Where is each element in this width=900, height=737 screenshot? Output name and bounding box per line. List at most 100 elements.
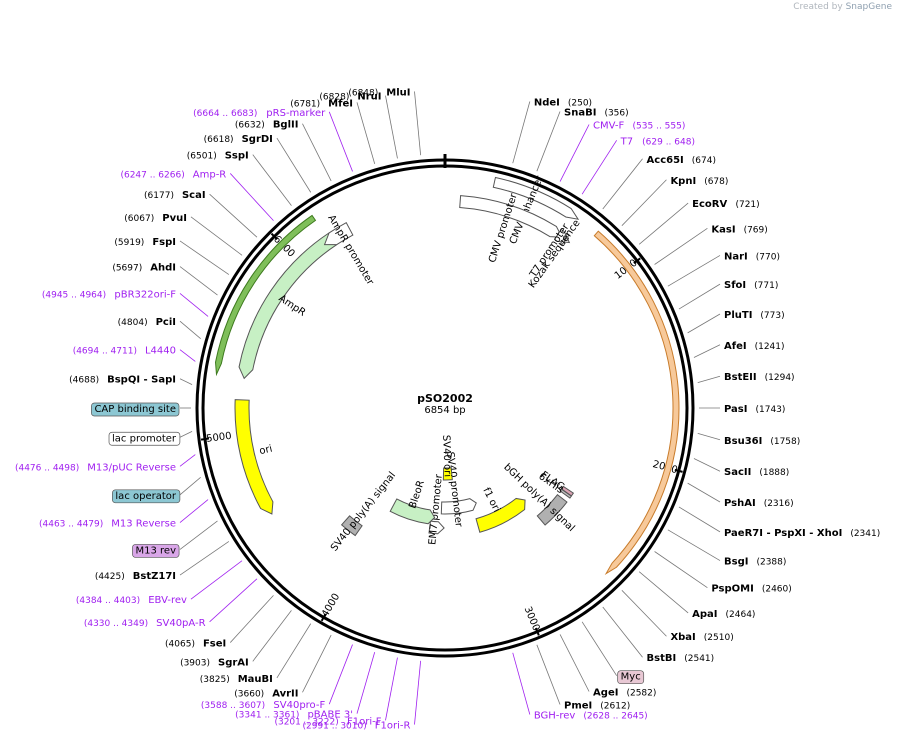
- site-name: FseI: [203, 639, 226, 650]
- leader-line: [678, 506, 721, 533]
- feature-label: f1 ori: [480, 486, 502, 514]
- leader-line: [678, 283, 721, 310]
- site-position: (721): [735, 200, 759, 210]
- site-position: (4688): [69, 376, 99, 386]
- feature-label: ori: [258, 444, 273, 458]
- site-name: PspOMI: [711, 584, 753, 595]
- site-position: (629 .. 648): [642, 137, 695, 147]
- leader-line: [209, 578, 258, 623]
- site-name: PaeR7I - PspXI - XhoI: [724, 528, 842, 539]
- leader-line: [621, 179, 667, 226]
- site-name: PciI: [156, 317, 176, 328]
- site-position: (678): [704, 177, 728, 187]
- site-f1ori-r: F1ori-R(2991 .. 3010): [302, 660, 422, 732]
- site-mlui: MluI(6848): [348, 87, 422, 156]
- site-name: SV40pro-F: [273, 700, 325, 711]
- site-position: (2510): [704, 633, 734, 643]
- feature-arc: [234, 399, 274, 515]
- site-bstz17i: BstZ17I(4425): [95, 541, 230, 582]
- site-apai: ApaI(2464): [638, 571, 755, 620]
- site-position: (769): [744, 225, 768, 235]
- site-position: (4065): [165, 640, 195, 650]
- site-position: (6632): [235, 121, 265, 131]
- site-box: [91, 402, 180, 417]
- site-position: (6848): [348, 88, 378, 98]
- site-sv40pro-f: SV40pro-F(3588 .. 3607): [201, 644, 353, 711]
- site-mfei: MfeI(6781): [290, 98, 376, 165]
- site-afei: AfeI(1241): [693, 341, 785, 358]
- feature-arc: [389, 498, 436, 525]
- site-position: (356): [604, 109, 628, 119]
- leader-line: [179, 240, 230, 275]
- site-position: (535 .. 555): [633, 122, 686, 132]
- site-ebv-rev: EBV-rev(4384 .. 4403): [76, 560, 243, 606]
- feature-ampr-promoter: AmpR promoter: [323, 213, 376, 288]
- site-bsteii: BstEII(1294): [697, 372, 795, 383]
- leader-line: [179, 378, 193, 385]
- site-name: PvuI: [162, 213, 187, 224]
- site-position: (250): [568, 99, 592, 109]
- site-l4440: L4440(4694 .. 4711): [73, 346, 196, 362]
- tick-mark: [633, 257, 641, 264]
- site-bstbi: BstBI (2541): [602, 606, 714, 664]
- site-bgh-rev: BGH-rev(2628 .. 2645): [512, 652, 648, 721]
- feature-f1-ori: f1 ori: [475, 486, 526, 533]
- site-name: KasI: [711, 224, 735, 235]
- leader-line: [559, 124, 590, 182]
- feature-arc: [559, 233, 570, 246]
- site-name: pRS-marker: [266, 108, 326, 119]
- credit-prefix: Created by: [793, 2, 843, 12]
- site-position: (4804): [118, 318, 148, 328]
- feature-bgh-polya: bGH poly(A) signal: [501, 462, 576, 534]
- site-pasi: PasI(1743): [699, 404, 785, 415]
- site-sacii: SacII(1888): [693, 458, 789, 478]
- site-name: BstBI: [647, 653, 677, 664]
- leader-line: [328, 111, 353, 172]
- site-position: (2341): [850, 529, 880, 539]
- site-kasi: KasI (769): [654, 224, 768, 265]
- site-sspi: SspI(6501): [187, 151, 292, 206]
- site-name: lac operator: [115, 491, 176, 502]
- leader-line: [414, 91, 422, 156]
- leader-line: [581, 621, 617, 676]
- plasmid-name: pSO2002: [417, 392, 473, 405]
- site-position: (4384 .. 4403): [76, 596, 140, 606]
- site-name: ApaI: [692, 609, 717, 620]
- site-position: (2460): [762, 585, 792, 595]
- site-kpni: KpnI(678): [621, 176, 728, 226]
- site-pbabe-3-: pBABE 3'(3341 .. 3361): [235, 651, 376, 721]
- site-pmei: PmeI(2612): [536, 644, 630, 711]
- site-name: BsgI: [724, 557, 748, 568]
- site-position: (1241): [755, 342, 785, 352]
- site-cmv-f: CMV-F(535 .. 555): [559, 121, 686, 182]
- site-name: Amp-R: [193, 169, 227, 180]
- site-amp-r: Amp-R(6247 .. 6266): [120, 169, 274, 221]
- site-nrui: NruI(6828): [319, 92, 398, 159]
- feature-arc: [323, 221, 354, 246]
- leader-line: [512, 101, 531, 164]
- leader-line: [602, 606, 643, 658]
- site-pvui: PvuI(6067): [124, 213, 243, 256]
- site-position: (2541): [684, 654, 714, 664]
- feature-sv40-polya: SV40 poly(A) signal: [329, 470, 398, 553]
- site-name: BGH-rev: [534, 710, 576, 721]
- site-myc: Myc: [581, 621, 645, 685]
- feature-label: SV40 ori: [440, 435, 453, 478]
- site-paer7i-pspxi-xhoi: PaeR7I - PspXI - XhoI (2341): [678, 506, 880, 539]
- site-avrii: AvrII(3660): [234, 634, 332, 699]
- site-position: (1888): [759, 468, 789, 478]
- site-name: AgeI: [593, 687, 618, 698]
- site-position: (771): [754, 281, 778, 291]
- site-acc65i: Acc65I(674): [602, 155, 716, 210]
- site-m13-puc-reverse: M13/pUC Reverse(4476 .. 4498): [15, 454, 196, 473]
- feature-label: bGH poly(A) signal: [501, 462, 576, 534]
- site-position: (3825): [200, 675, 230, 685]
- leader-line: [667, 255, 721, 287]
- site-snabi: SnaBI(356): [536, 108, 629, 172]
- site-bsu36i: Bsu36I(1758): [697, 432, 800, 447]
- leader-line: [328, 644, 353, 705]
- leader-line: [179, 349, 196, 362]
- site-position: (2612): [600, 701, 630, 711]
- leader-line: [302, 634, 332, 693]
